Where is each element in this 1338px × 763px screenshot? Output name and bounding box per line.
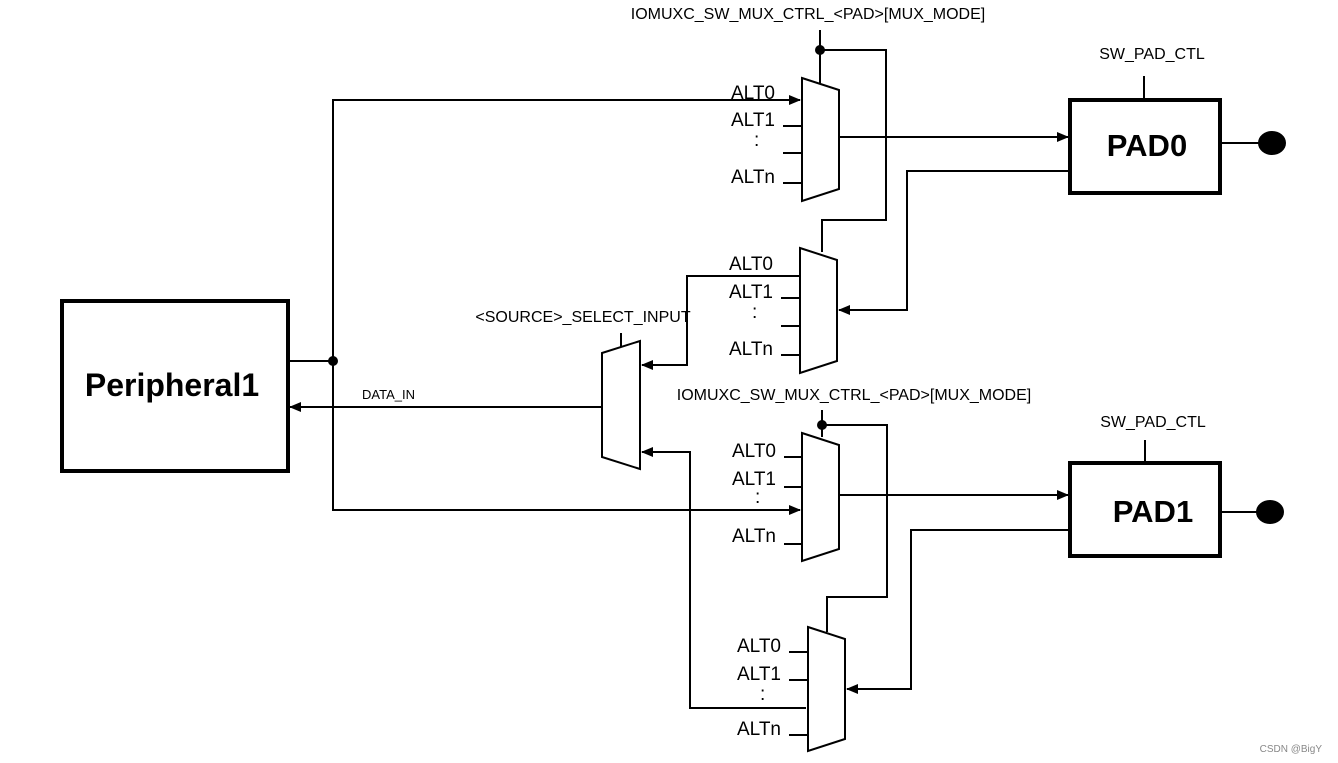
mux-ctrl-branch-bottom xyxy=(822,424,888,632)
pad0-to-input-mux-wire xyxy=(838,170,1070,315)
dots-label: : xyxy=(754,130,759,151)
altn-label: ALTn xyxy=(729,339,773,360)
pad1-label: PAD1 xyxy=(1113,494,1193,529)
altn-label: ALTn xyxy=(732,526,776,547)
dots-label: : xyxy=(752,302,757,323)
peripheral1-label: Peripheral1 xyxy=(85,367,259,403)
watermark: CSDN @BigY xyxy=(1260,744,1323,755)
pad1-input-mux xyxy=(807,625,846,753)
select-input-label: <SOURCE>_SELECT_INPUT xyxy=(475,309,690,326)
sw-pad-ctl-label-0: SW_PAD_CTL xyxy=(1099,46,1205,63)
data-in-label: DATA_IN xyxy=(362,387,415,402)
alt1-label: ALT1 xyxy=(737,664,781,685)
pad1-terminal xyxy=(1256,500,1284,524)
alt1-label: ALT1 xyxy=(729,282,773,303)
alt0-label: ALT0 xyxy=(737,636,781,657)
bus-to-bottom-mux xyxy=(332,361,801,515)
mux-ctrl-label-top: IOMUXC_SW_MUX_CTRL_<PAD>[MUX_MODE] xyxy=(631,6,985,23)
alt0-to-select-wire-top xyxy=(641,275,800,370)
alt0-label: ALT0 xyxy=(732,441,776,462)
pad0-label: PAD0 xyxy=(1107,128,1187,163)
alt1-label: ALT1 xyxy=(731,110,775,131)
altn-label: ALTn xyxy=(731,167,775,188)
dots-label: : xyxy=(760,684,765,705)
pad1-output-mux xyxy=(801,431,840,563)
mux-ctrl-branch-top xyxy=(820,49,887,252)
peripheral1-block xyxy=(60,299,290,473)
mux-ctrl-label-bottom: IOMUXC_SW_MUX_CTRL_<PAD>[MUX_MODE] xyxy=(677,387,1031,404)
alt0-to-select-wire-bottom xyxy=(641,447,806,709)
sw-pad-ctl-label-1: SW_PAD_CTL xyxy=(1100,414,1206,431)
pad0-block xyxy=(1068,98,1222,195)
pad1-to-input-mux-wire xyxy=(846,529,1070,694)
select-input-mux xyxy=(601,339,641,471)
alt0-label: ALT0 xyxy=(731,83,775,104)
pad0-terminal xyxy=(1258,131,1286,155)
pad0-input-mux xyxy=(799,246,838,375)
alt1-label: ALT1 xyxy=(732,469,776,490)
pad0-output-mux xyxy=(801,76,840,203)
bus-to-top-mux xyxy=(332,95,801,361)
altn-label: ALTn xyxy=(737,719,781,740)
alt0-label: ALT0 xyxy=(729,254,773,275)
dots-label: : xyxy=(755,487,760,508)
